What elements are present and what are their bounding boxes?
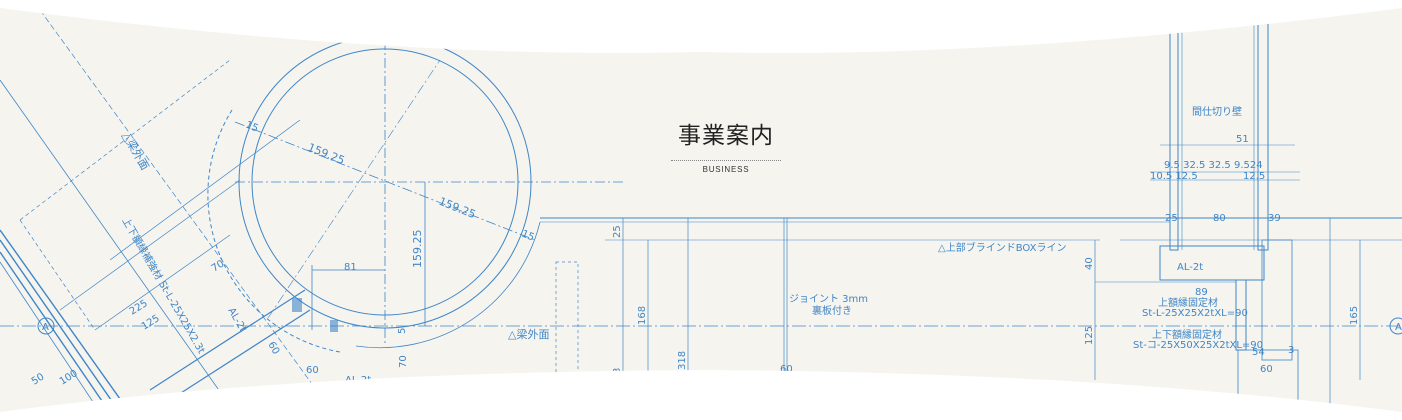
dim-159-b: 159.25 xyxy=(437,195,478,221)
dim-50: 50 xyxy=(30,371,47,387)
blind-box-label: △上部ブラインドBOXライン xyxy=(938,241,1066,254)
dim-row-2: 10.5 12.5 xyxy=(1150,171,1198,182)
dim-row-3: 12.5 xyxy=(1243,171,1265,182)
top-curve-mask xyxy=(0,0,1402,54)
al-2t-c: AL-2t xyxy=(1177,262,1203,273)
section-heading: 事業案内 BUSINESS xyxy=(601,116,851,174)
dim-15-b: 15 xyxy=(520,229,536,244)
axis-a-right-label: A xyxy=(1395,322,1402,333)
upper-fix-label: 上額縁固定材 xyxy=(1158,296,1218,309)
joint-label: ジョイント 3mm xyxy=(789,294,868,305)
dim-81: 81 xyxy=(344,262,357,273)
dim-60-a: 60 xyxy=(265,340,281,357)
dim-row: 9.5 32.5 32.5 9.524 xyxy=(1164,160,1263,171)
dim-318: 318 xyxy=(677,351,688,370)
dim-25-b: 25 xyxy=(1165,213,1178,224)
dim-54: 54 xyxy=(1252,347,1265,358)
dim-165: 165 xyxy=(1349,306,1360,325)
dim-70-b: 70 xyxy=(398,355,409,368)
lower-fix-label: 上下額縁固定材 xyxy=(1152,328,1222,341)
dim-125-b: 125 xyxy=(1084,326,1095,345)
dim-39: 39 xyxy=(1268,213,1281,224)
dim-60-d: 60 xyxy=(1260,364,1273,375)
fixing-label-left: 上下額縁補強材 St-L-25X25X2.3t xyxy=(119,215,208,356)
title-divider xyxy=(671,160,781,161)
upper-fix-spec: St-L-25X25X2tXL=90 xyxy=(1142,308,1248,319)
beam-outer-label-left: △梁外面 xyxy=(119,130,152,173)
dim-40: 40 xyxy=(1084,257,1095,270)
dim-60-c: 60 xyxy=(780,364,793,375)
dim-225: 225 xyxy=(128,298,150,317)
dim-159-v: 159.25 xyxy=(411,230,424,269)
dim-5: 5 xyxy=(397,328,408,334)
dim-15-a: 15 xyxy=(244,120,260,135)
dim-125-a: 125 xyxy=(140,313,162,332)
page-subtitle: BUSINESS xyxy=(702,165,750,174)
dim-25: 25 xyxy=(612,225,623,238)
dim-60-b: 60 xyxy=(306,365,319,376)
axis-a-left-label: A xyxy=(42,322,49,333)
dim-100: 100 xyxy=(58,368,80,387)
arc-outer xyxy=(355,221,541,349)
backing-label: 裏板付き xyxy=(812,304,852,317)
dim-159-a: 159.25 xyxy=(306,141,347,167)
dim-3-b: 3 xyxy=(1288,345,1294,356)
al-2t-a: AL-2t xyxy=(225,306,248,334)
dim-80: 80 xyxy=(1213,213,1226,224)
dim-89: 89 xyxy=(1195,287,1208,298)
dim-3: 3 xyxy=(612,368,623,374)
dim-70-a: 70 xyxy=(210,258,227,274)
dim-168: 168 xyxy=(637,306,648,325)
partition-label: 間仕切り壁 xyxy=(1192,105,1242,118)
bottom-curve-mask xyxy=(0,370,1402,420)
dim-51: 51 xyxy=(1236,134,1249,145)
page-title: 事業案内 xyxy=(678,123,774,149)
lower-fix-spec: St-コ-25X50X25X2tXL=90 xyxy=(1133,340,1263,351)
beam-outer-label-center: △梁外面 xyxy=(508,327,549,341)
